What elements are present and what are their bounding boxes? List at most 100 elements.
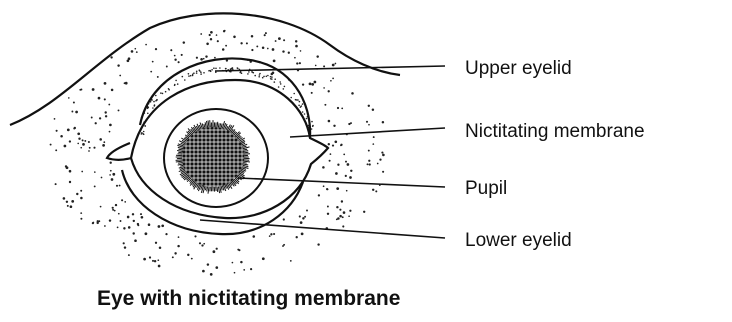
stipple-dot	[101, 177, 103, 179]
stipple-dot	[119, 185, 121, 187]
stipple-dot	[271, 76, 273, 78]
stipple-dot	[110, 170, 112, 172]
stipple-dot	[345, 161, 347, 163]
stipple-dot	[302, 103, 304, 105]
stipple-dot	[168, 88, 170, 90]
stipple-dot	[279, 81, 281, 83]
stipple-dot	[140, 213, 142, 215]
leader-upper-eyelid	[215, 66, 445, 71]
stipple-dot	[105, 111, 107, 113]
stipple-dot	[181, 54, 183, 56]
stipple-dot	[155, 48, 157, 50]
stipple-dot	[314, 81, 317, 84]
stipple-dot	[296, 62, 298, 64]
stipple-dot	[182, 76, 184, 78]
leader-nictitating-membrane	[290, 128, 445, 137]
stipple-dot	[132, 213, 134, 215]
stipple-dot	[323, 65, 325, 67]
pupil-fringe-stroke	[221, 124, 222, 129]
stipple-dot	[191, 258, 193, 260]
stipple-dot	[251, 49, 253, 51]
stipple-dot	[350, 122, 352, 124]
pupil-fringe-stroke	[208, 187, 209, 194]
stipple-dot	[161, 224, 164, 227]
stipple-dot	[337, 107, 339, 109]
stipple-dot	[104, 82, 107, 85]
stipple-dot	[339, 215, 342, 218]
stipple-dot	[174, 59, 176, 61]
stipple-dot	[278, 86, 280, 88]
stipple-dot	[193, 72, 195, 74]
stipple-dot	[302, 217, 304, 219]
stipple-dot	[272, 48, 275, 51]
stipple-dot	[330, 80, 332, 82]
stipple-dot	[118, 213, 120, 215]
pupil-fringe-stroke	[210, 120, 211, 127]
stipple-dot	[274, 81, 276, 83]
stipple-dot	[327, 189, 329, 191]
stipple-dot	[211, 69, 213, 71]
stipple-dot	[349, 210, 351, 212]
leader-pupil	[238, 178, 445, 187]
stipple-dot	[162, 93, 164, 95]
stipple-dot	[93, 147, 95, 149]
stipple-dot	[120, 220, 122, 222]
stipple-dot	[213, 250, 216, 253]
stipple-dot	[332, 145, 334, 147]
stipple-dot	[323, 87, 325, 89]
stipple-dot	[111, 178, 114, 181]
stipple-dot	[306, 118, 308, 120]
stipple-dot	[178, 61, 180, 63]
stipple-dot	[382, 171, 384, 173]
stipple-dot	[258, 76, 260, 78]
stipple-dot	[293, 93, 295, 95]
stipple-dot	[213, 67, 215, 69]
stipple-dot	[210, 38, 212, 40]
stipple-dot	[154, 260, 156, 262]
stipple-dot	[134, 239, 137, 242]
stipple-dot	[263, 76, 265, 78]
stipple-dot	[99, 117, 101, 119]
stipple-dot	[143, 258, 146, 261]
stipple-dot	[219, 67, 221, 69]
stipple-dot	[323, 185, 325, 187]
stipple-dot	[251, 71, 253, 73]
stipple-dot	[250, 268, 252, 270]
stipple-dot	[315, 65, 317, 67]
stipple-dot	[71, 111, 73, 113]
stipple-dot	[234, 272, 236, 274]
stipple-dot	[157, 76, 159, 78]
stipple-dot	[199, 242, 201, 244]
stipple-dot	[215, 68, 217, 70]
stipple-dot	[64, 145, 67, 148]
stipple-dot	[69, 170, 72, 173]
stipple-dot	[114, 210, 116, 212]
stipple-dot	[55, 183, 57, 185]
stipple-dot	[109, 124, 112, 127]
stipple-dot	[132, 232, 134, 234]
stipple-dot	[178, 236, 180, 238]
stipple-dot	[282, 245, 284, 247]
stipple-dot	[177, 83, 179, 85]
stipple-dot	[248, 71, 250, 73]
stipple-dot	[66, 201, 68, 203]
stipple-dot	[283, 218, 285, 220]
stipple-dot	[190, 75, 192, 77]
stipple-dot	[88, 150, 90, 152]
stipple-dot	[152, 260, 154, 262]
stipple-dot	[128, 254, 130, 256]
stipple-dot	[133, 220, 135, 222]
stipple-dot	[109, 174, 111, 176]
pupil	[182, 127, 244, 187]
stipple-dot	[298, 105, 300, 107]
stipple-dot	[342, 216, 344, 218]
stipple-dot	[366, 121, 368, 123]
stipple-dot	[149, 256, 151, 258]
stipple-dot	[177, 245, 179, 247]
stipple-dot	[77, 143, 79, 145]
stipple-dot	[317, 243, 319, 245]
stipple-dot	[302, 83, 304, 85]
stipple-dot	[337, 217, 340, 220]
stipple-dot	[174, 55, 176, 57]
pupil-fringe-stroke	[207, 187, 208, 192]
